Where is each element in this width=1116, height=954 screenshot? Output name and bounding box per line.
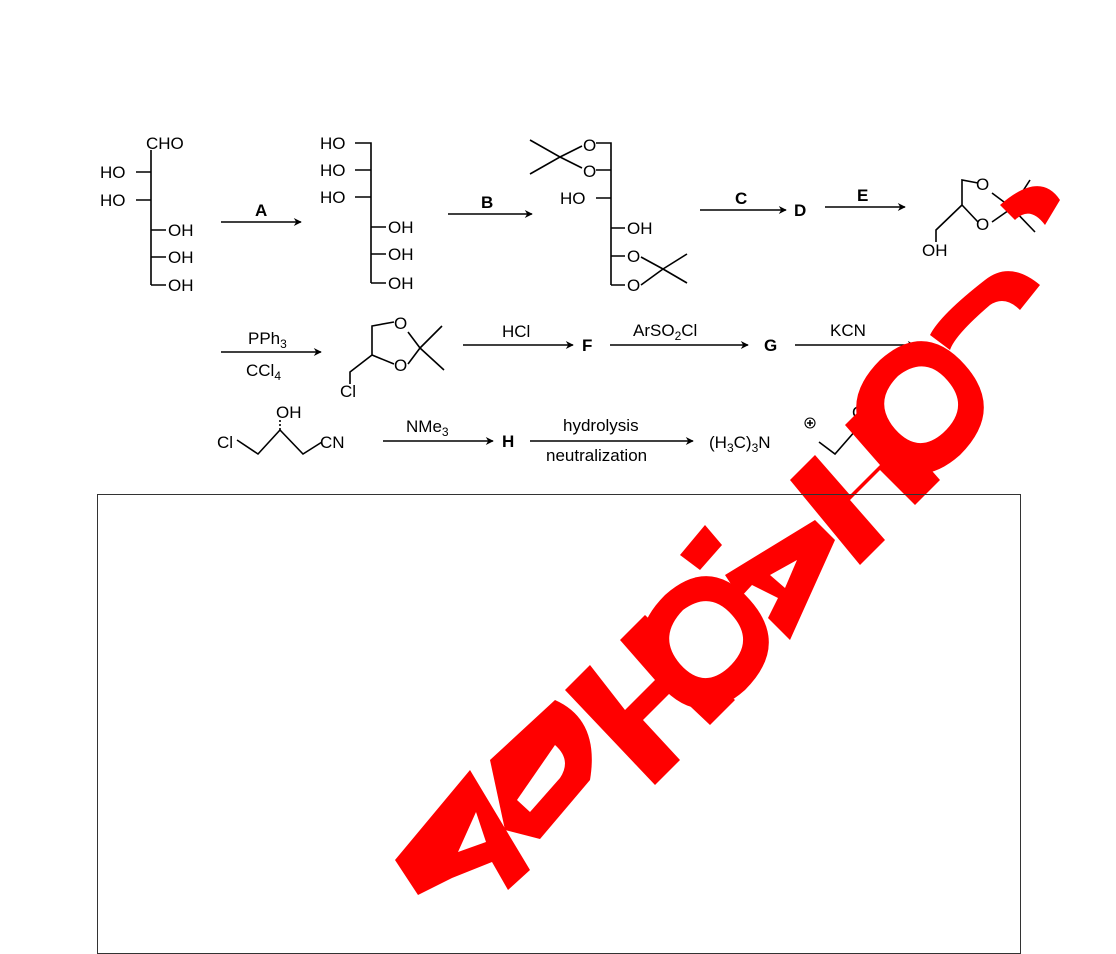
ho-label-4: HO bbox=[320, 161, 346, 180]
ho-label-6: HO bbox=[560, 189, 586, 208]
ho-label-3: HO bbox=[320, 134, 346, 153]
o-label-8: O bbox=[394, 356, 407, 375]
bis-acetonide: O O HO OH O O bbox=[529, 136, 688, 295]
sugar-alcohol: HO HO HO OH OH OH bbox=[320, 134, 414, 293]
reagent-nme3: NMe3 bbox=[406, 417, 449, 439]
product-G: G bbox=[764, 336, 777, 355]
oh-label-9: OH bbox=[276, 403, 302, 422]
cho-label: CHO bbox=[146, 134, 184, 153]
reagent-arso2cl: ArSO2Cl bbox=[633, 321, 697, 343]
reagent-ccl4: CCl4 bbox=[246, 361, 281, 383]
o-label-6: O bbox=[976, 215, 989, 234]
oh-label-8: OH bbox=[922, 241, 948, 260]
reagent-neutralization: neutralization bbox=[546, 446, 647, 465]
o-label-5: O bbox=[976, 175, 989, 194]
reagent-C: C bbox=[735, 189, 747, 208]
watermark bbox=[395, 186, 1060, 895]
trimethylammonium-label: (H3C)3N bbox=[709, 433, 771, 455]
oh-label-2: OH bbox=[168, 248, 194, 267]
sugar-aldehyde: CHO HO HO OH OH OH bbox=[100, 134, 194, 295]
reagent-kcn: KCN bbox=[830, 321, 866, 340]
cl-label-2: Cl bbox=[217, 433, 233, 452]
cl-label-1: Cl bbox=[340, 382, 356, 401]
plus-charge-icon bbox=[804, 417, 816, 429]
cn-label: CN bbox=[320, 433, 345, 452]
product-H: H bbox=[502, 432, 514, 451]
oh-label-5: OH bbox=[388, 245, 414, 264]
oh-label-3: OH bbox=[168, 276, 194, 295]
reagent-B: B bbox=[481, 193, 493, 212]
reagent-hydrolysis: hydrolysis bbox=[563, 416, 639, 435]
o-label-2: O bbox=[583, 162, 596, 181]
o-label-7: O bbox=[394, 314, 407, 333]
ho-label-2: HO bbox=[100, 191, 126, 210]
o-label-3: O bbox=[627, 247, 640, 266]
reagent-A: A bbox=[255, 201, 267, 220]
reagent-hcl: HCl bbox=[502, 322, 530, 341]
ho-label-5: HO bbox=[320, 188, 346, 207]
o-label-4: O bbox=[627, 276, 640, 295]
reagent-E: E bbox=[857, 186, 868, 205]
answer-box bbox=[97, 494, 1021, 954]
o-label-1: O bbox=[583, 136, 596, 155]
reagent-pph3: PPh3 bbox=[248, 329, 287, 351]
chloromethyl-dioxolane: O O Cl bbox=[340, 314, 445, 401]
oh-label-4: OH bbox=[388, 218, 414, 237]
product-D: D bbox=[794, 201, 806, 220]
product-F: F bbox=[582, 336, 592, 355]
chloro-hydroxy-nitrile: Cl OH CN bbox=[217, 403, 345, 456]
ho-label-1: HO bbox=[100, 163, 126, 182]
oh-label-6: OH bbox=[388, 274, 414, 293]
oh-label-7: OH bbox=[627, 219, 653, 238]
dioxolane-methanol: O O OH bbox=[922, 175, 1036, 260]
oh-label-1: OH bbox=[168, 221, 194, 240]
